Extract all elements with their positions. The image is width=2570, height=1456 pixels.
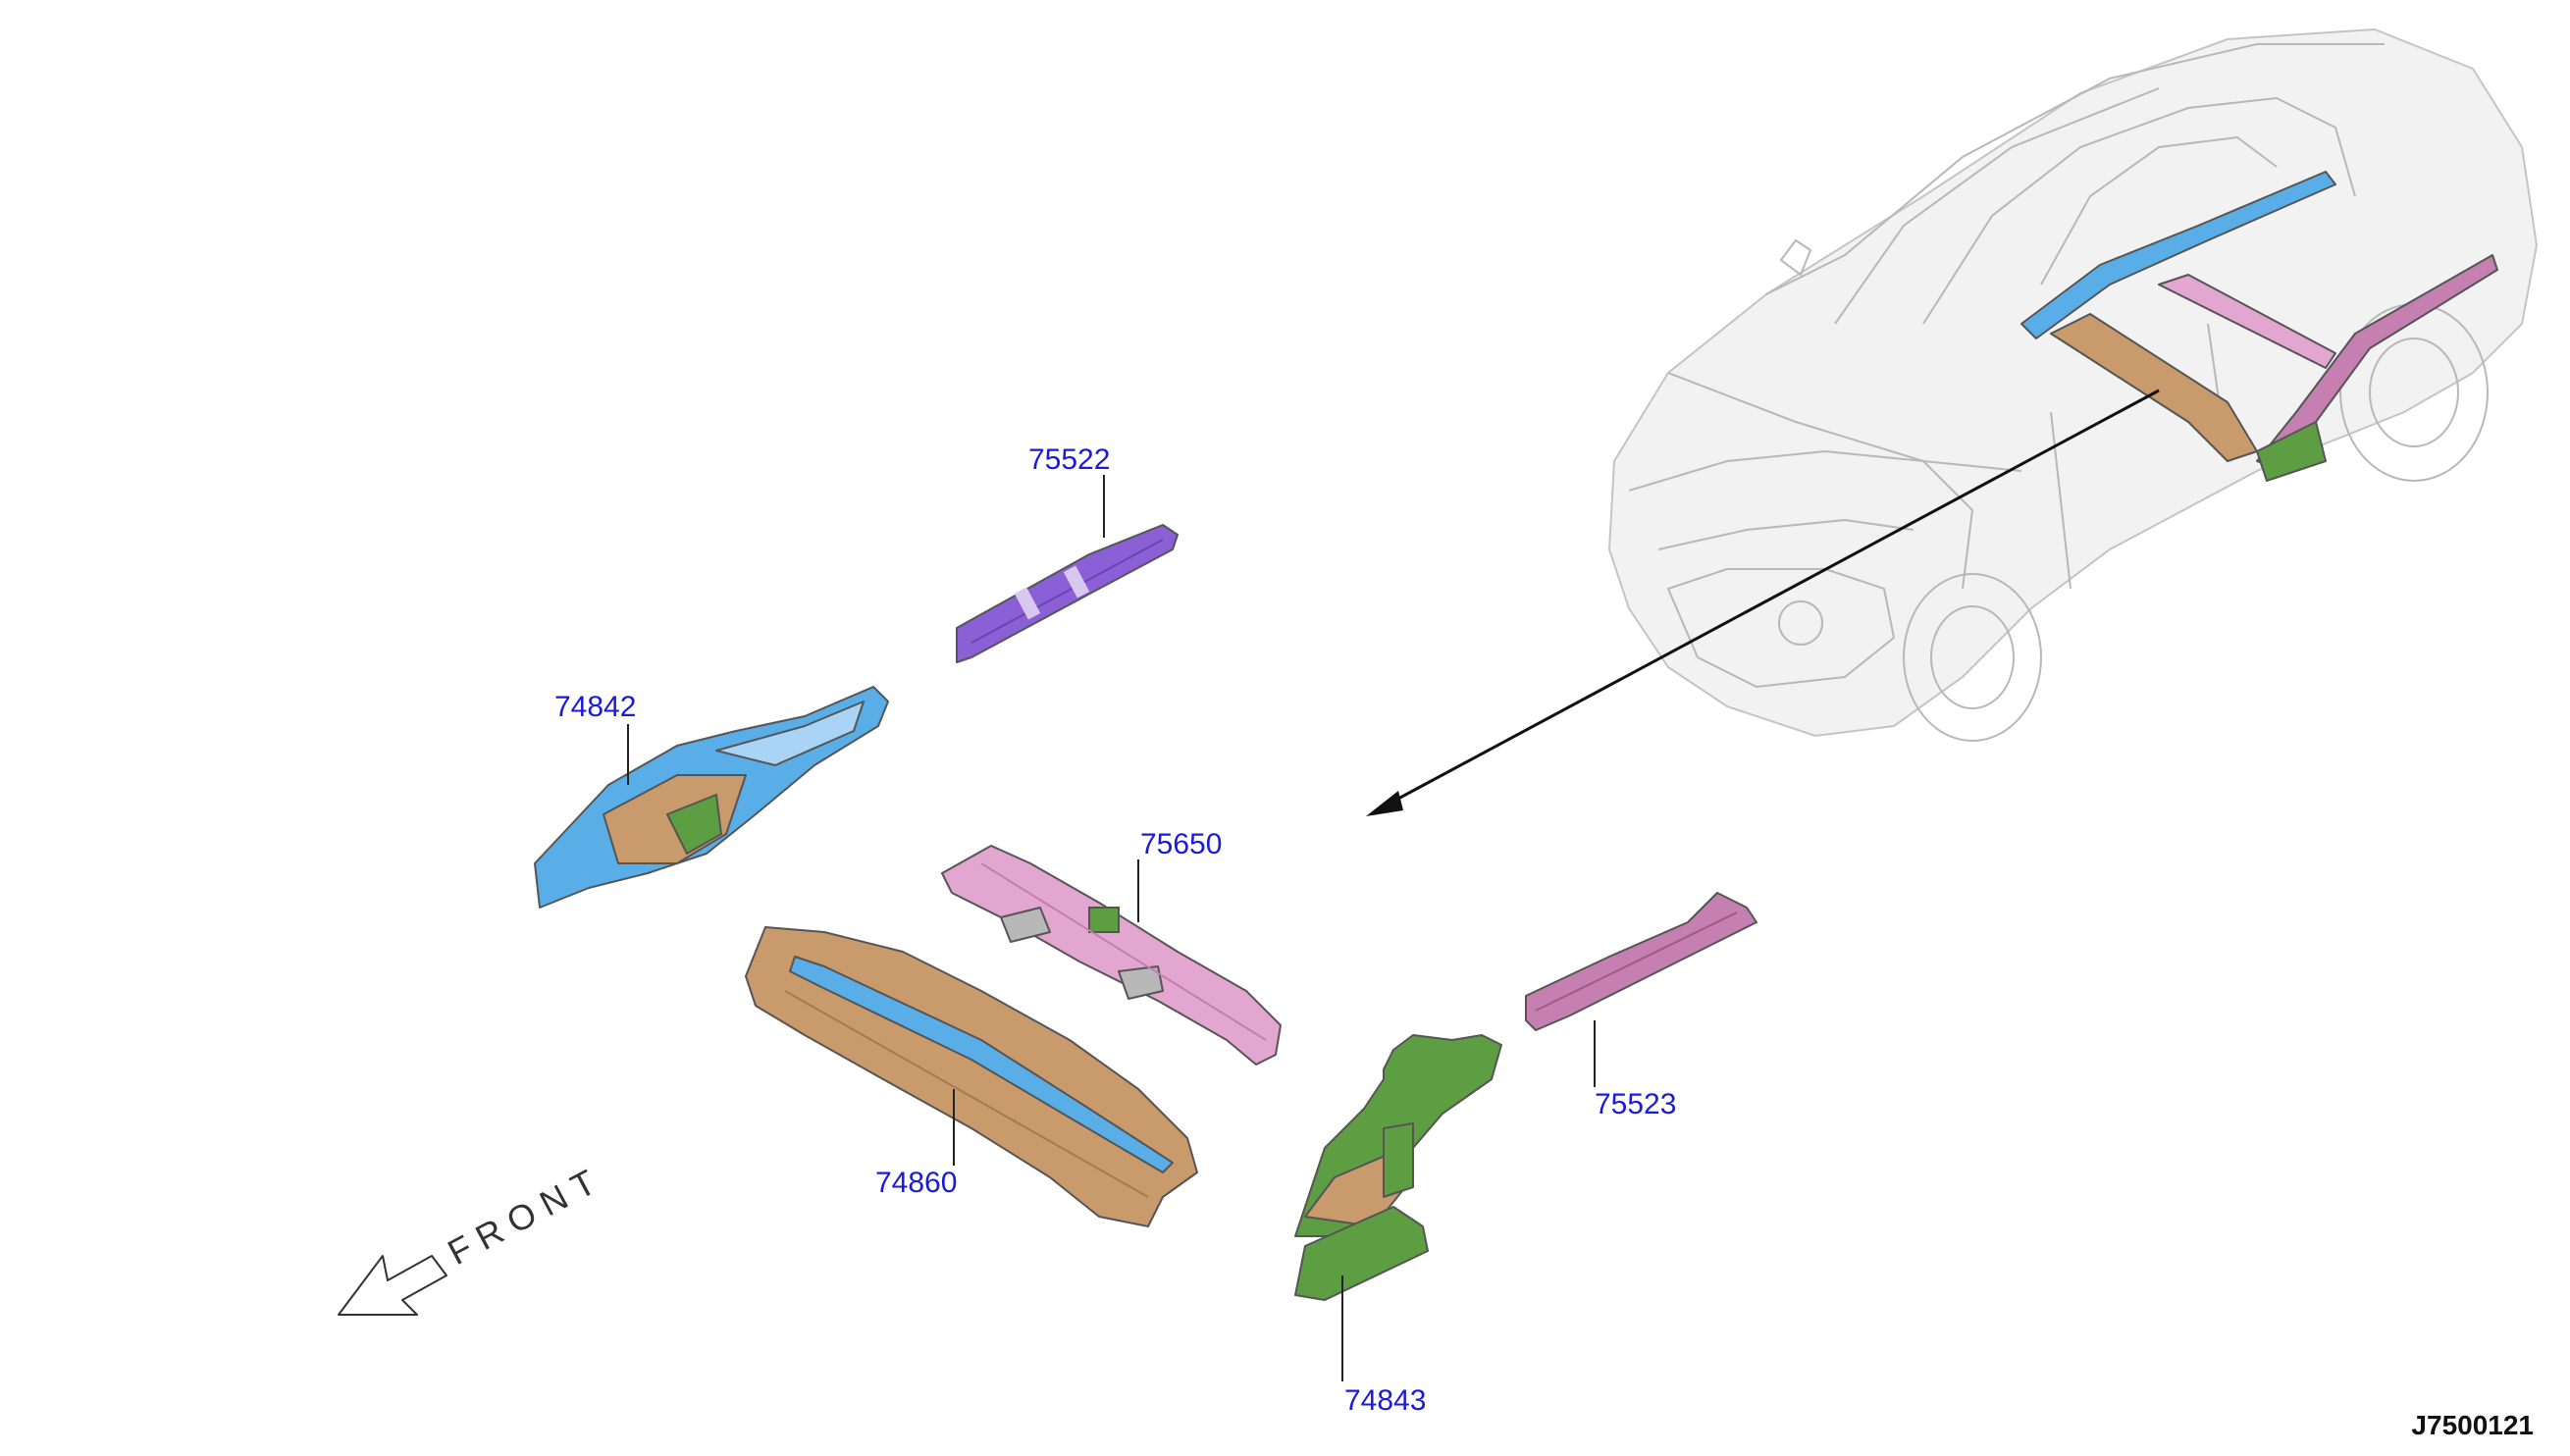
- car-highlight-crossmember: [2158, 274, 2336, 369]
- part-75522[interactable]: [956, 524, 1179, 663]
- callout-75650: 75650: [1137, 828, 1222, 922]
- callout-74860: 74860: [875, 1089, 957, 1199]
- callout-label-75523: 75523: [1595, 1088, 1676, 1120]
- figure-id: J7500121: [2411, 1410, 2534, 1440]
- callout-label-74842: 74842: [554, 691, 636, 723]
- part-74843[interactable]: [1294, 1034, 1502, 1301]
- front-arrow-icon: [338, 1255, 447, 1316]
- part-74860[interactable]: [745, 926, 1198, 1227]
- car-highlight-side-member-left: [2020, 171, 2336, 339]
- vehicle-ghost-illustration: [1607, 27, 2539, 742]
- part-75523[interactable]: [1525, 892, 1757, 1031]
- part-74842[interactable]: [534, 686, 889, 909]
- part-shape-75523: [1525, 892, 1757, 1031]
- callout-74843: 74843: [1341, 1275, 1426, 1417]
- front-direction-indicator: FRONT: [338, 1157, 611, 1316]
- callout-74842: 74842: [554, 691, 636, 785]
- part-shape-75522: [956, 524, 1179, 663]
- callout-label-75650: 75650: [1140, 828, 1222, 860]
- car-highlight-rear-bracket: [2256, 421, 2327, 482]
- part-75650[interactable]: [941, 845, 1282, 1066]
- reference-arrow: [1366, 389, 2160, 816]
- callout-label-75522: 75522: [1028, 443, 1110, 476]
- callout-label-74860: 74860: [875, 1167, 957, 1199]
- callout-75523: 75523: [1594, 1020, 1676, 1120]
- callout-label-74843: 74843: [1344, 1384, 1426, 1417]
- callout-75522: 75522: [1028, 443, 1110, 538]
- front-label: FRONT: [442, 1157, 611, 1273]
